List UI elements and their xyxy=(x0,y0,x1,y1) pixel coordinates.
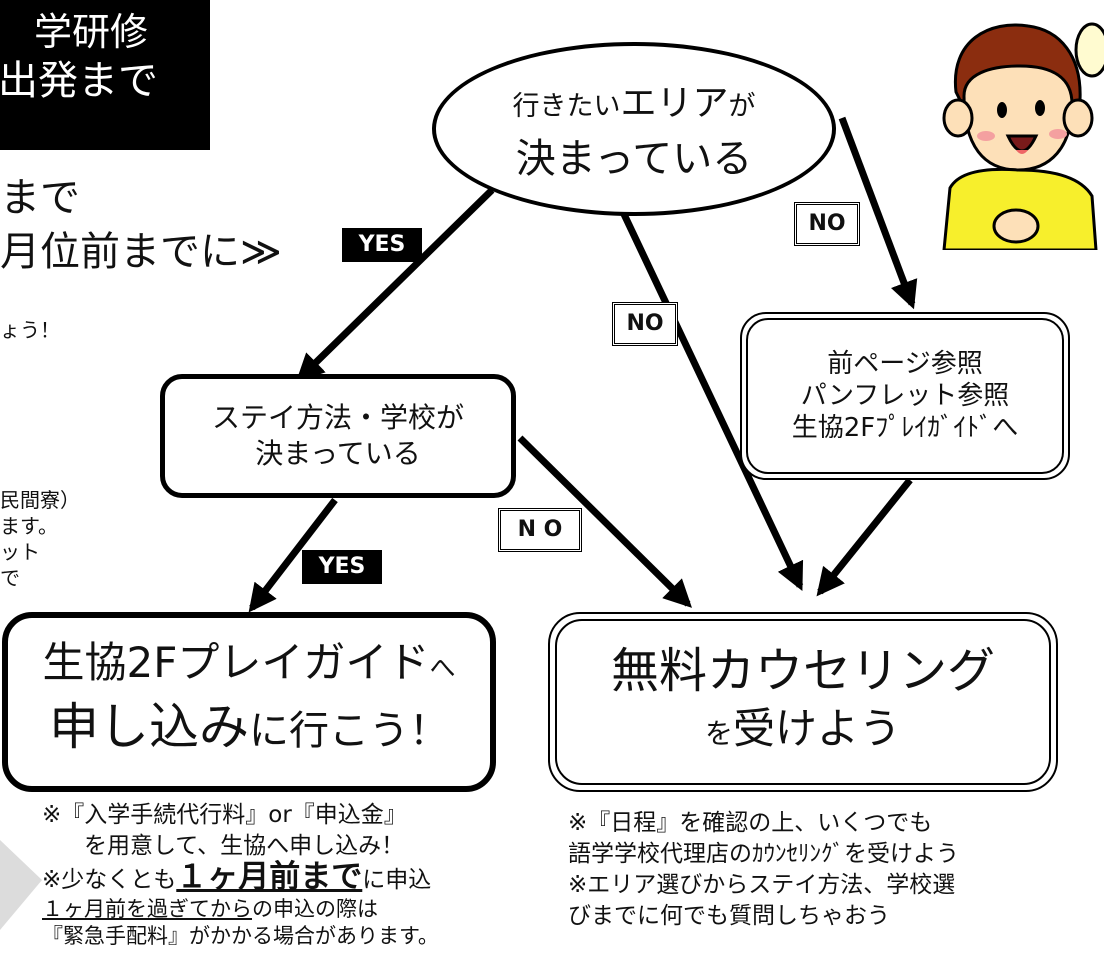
ref-line-2: パンフレット参照 xyxy=(800,381,1010,411)
apply-line-2: 申し込みに行こう！ xyxy=(49,697,449,769)
left-heading-1: まで xyxy=(0,175,80,221)
left-frag-3: ット xyxy=(0,540,40,564)
yes-tag-bottom: YES xyxy=(302,550,382,584)
apply-note-3: ※少なくとも１ヶ月前までに申込 xyxy=(22,862,542,896)
notes-counseling: ※『日程』を確認の上、いくつでも 語学学校代理店のｶｳﾝｾﾘﾝｸﾞを受けよう ※… xyxy=(568,808,1088,932)
counseling-inner: 無料カウセリング を受けよう xyxy=(555,619,1051,785)
arrow-stay-to-apply xyxy=(248,497,338,613)
stay-line-1: ステイ方法・学校が xyxy=(211,401,464,434)
lightbulb-icon xyxy=(1074,22,1104,78)
counsel-line-2a: を xyxy=(704,716,733,750)
yes-tag-top: YES xyxy=(342,228,422,262)
counsel-line-1: 無料カウセリング xyxy=(610,642,995,699)
node-area-decided: 行きたいエリアが 決まっている xyxy=(432,42,836,216)
node-apply: 生協2Fプレイガイドへ 申し込みに行こう！ xyxy=(2,612,496,792)
apply-note-2: を用意して、生協へ申し込み！ xyxy=(84,833,405,859)
left-frag-1: 民間寮） xyxy=(0,488,80,512)
arrow-area-to-counsel xyxy=(618,208,804,592)
counsel-line-2: を受けよう xyxy=(705,702,901,765)
counsel-note-1: ※『日程』を確認の上、いくつでも xyxy=(568,810,933,836)
node-reference: 前ページ参照 パンフレット参照 生協2Fﾌﾟﾚｲｶﾞｲﾄﾞへ xyxy=(740,312,1070,480)
arrow-stay-to-counsel xyxy=(517,435,692,608)
arrow-area-to-stay xyxy=(295,187,495,382)
no-tag-low: N O xyxy=(498,508,582,552)
apply-note-3b: １ヶ月前まで xyxy=(176,859,363,895)
arrow-area-to-ref xyxy=(838,116,918,310)
grey-chevron-shape xyxy=(0,840,42,930)
counsel-line-2b: 受けよう xyxy=(733,703,902,753)
counsel-note-2: 語学学校代理店のｶｳﾝｾﾘﾝｸﾞを受けよう xyxy=(568,841,959,867)
node-stay-decided: ステイ方法・学校が 決まっている xyxy=(160,374,516,498)
notes-apply: ※『入学手続代行料』or『申込金』 を用意して、生協へ申し込み！ ※少なくとも１… xyxy=(22,800,542,950)
apply-note-4: １ヶ月前を過ぎてからの申込の際は xyxy=(22,896,542,923)
left-heading-2: 月位前までに≫ xyxy=(0,229,282,275)
apply-line-2a: 申し込み xyxy=(49,698,249,756)
area-line-1a: 行きたい xyxy=(512,91,621,122)
area-line-1: 行きたいエリアが xyxy=(512,74,755,126)
area-line-1b: エリア xyxy=(620,83,729,124)
left-frag-4: で xyxy=(0,566,20,590)
node-counseling: 無料カウセリング を受けよう xyxy=(548,612,1058,792)
no-tag-right: NO xyxy=(794,202,860,246)
area-line-2: 決まっている xyxy=(515,136,753,182)
ref-line-1: 前ページ参照 xyxy=(827,349,983,379)
apply-note-4b: の申込の際は xyxy=(252,897,378,921)
left-line-a: ょう！ xyxy=(0,318,60,342)
title-block: 学研修 出発まで xyxy=(0,0,210,150)
counsel-note-3: ※エリア選びからステイ方法、学校選 xyxy=(568,872,956,898)
counsel-note-4: びまでに何でも質問しちゃおう xyxy=(568,903,890,929)
apply-line-1b: へ xyxy=(429,654,456,684)
stay-line-2: 決まっている xyxy=(255,437,421,470)
apply-note-3c: に申込 xyxy=(362,867,432,893)
no-tag-mid: NO xyxy=(612,302,678,346)
apply-line-1a: 生協2Fプレイガイド xyxy=(42,638,430,687)
arrow-ref-to-counsel xyxy=(816,477,913,597)
left-frag-2: ます。 xyxy=(0,514,58,538)
apply-note-5: 『緊急手配料』がかかる場合があります。 xyxy=(42,924,439,948)
apply-note-4a: １ヶ月前を過ぎてから xyxy=(42,897,252,921)
title-line-1: 学研修 xyxy=(34,10,149,54)
reference-inner: 前ページ参照 パンフレット参照 生協2Fﾌﾟﾚｲｶﾞｲﾄﾞへ xyxy=(746,318,1064,474)
cartoon-boy-illustration xyxy=(942,22,1104,250)
title-line-2: 出発まで xyxy=(0,58,158,104)
apply-line-2b: に行こう！ xyxy=(249,708,449,754)
apply-note-1: ※『入学手続代行料』or『申込金』 xyxy=(42,802,407,828)
apply-line-1: 生協2Fプレイガイドへ xyxy=(43,635,456,697)
area-line-1c: が xyxy=(728,91,756,122)
apply-note-3a: ※少なくとも xyxy=(42,867,177,893)
ref-line-3: 生協2Fﾌﾟﾚｲｶﾞｲﾄﾞへ xyxy=(791,413,1019,443)
